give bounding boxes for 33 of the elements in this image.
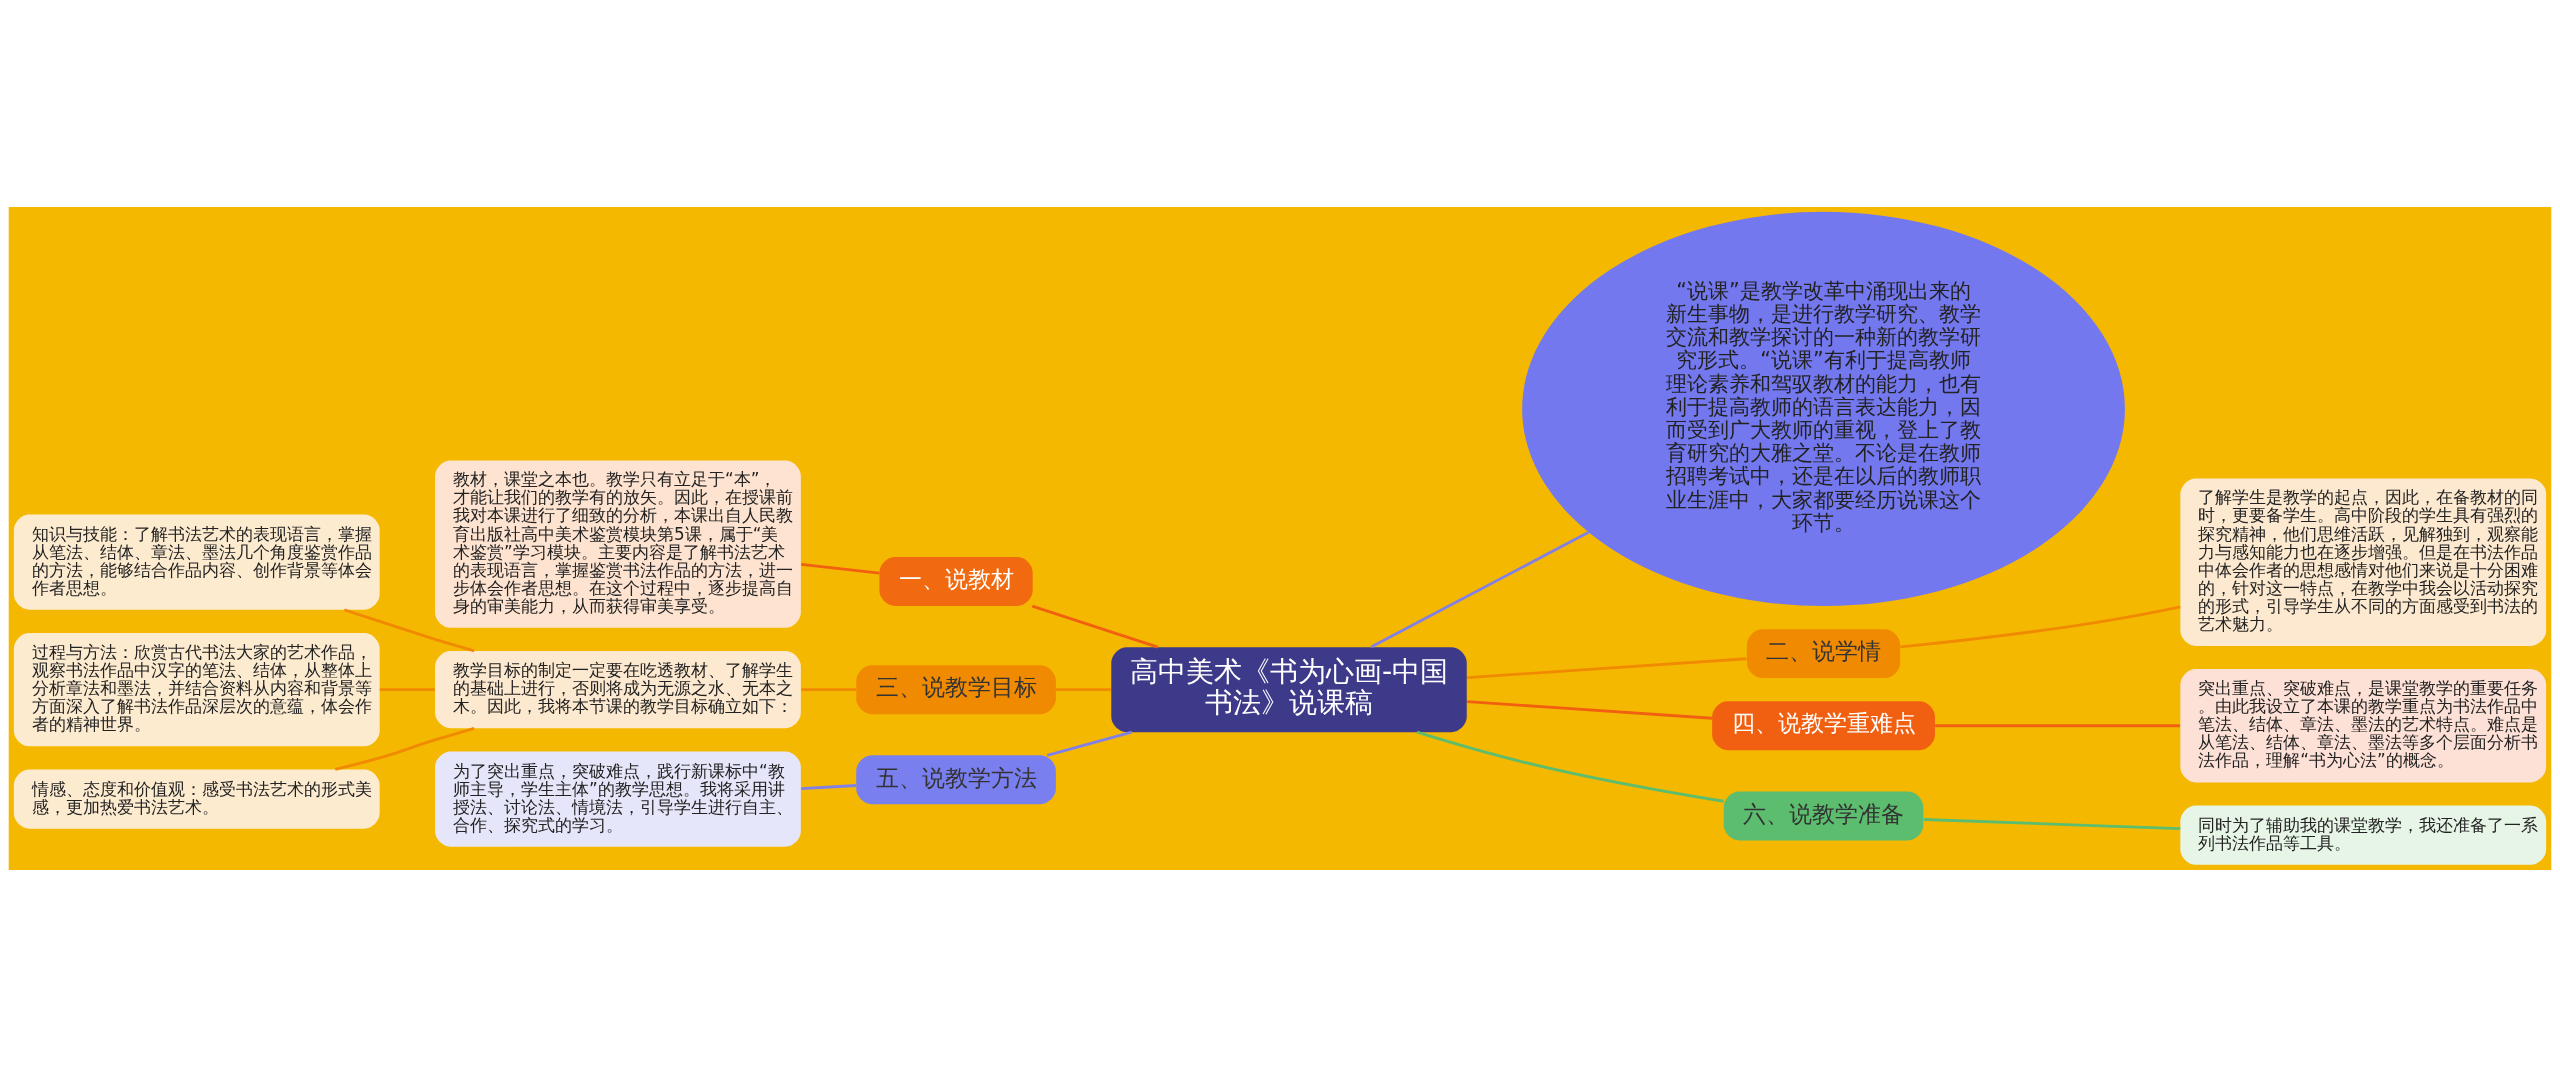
connector [1923, 818, 2181, 831]
connector [1416, 730, 1724, 803]
connector [1466, 700, 1713, 720]
connector [379, 688, 435, 692]
connector [334, 727, 475, 771]
connector [1056, 688, 1112, 692]
connector [801, 563, 880, 575]
connector [1370, 530, 1590, 649]
node-box: 为了突出重点，突破难点，践行新课标中“教师主导，学生主体”的教学思想。我将采用讲授法、讨论法、情境法，引导学生进行自主、合作、探究式的学习。 [435, 751, 801, 847]
node-box: 一、说教材 [879, 557, 1033, 606]
node-box: 六、说教学准备 [1723, 791, 1924, 841]
node-box: 二、说学情 [1746, 629, 1901, 679]
connector [1031, 604, 1159, 649]
node-box: 三、说教学目标 [856, 665, 1056, 715]
node-box: 高中美术《书为心画-中国书法》说课稿 [1111, 647, 1467, 733]
node-box: 知识与技能：了解书法艺术的表现语言，掌握从笔法、结体、章法、墨法几个角度鉴赏作品的方法，能够结合作品内容、创作背景等体会作者思想。 [13, 514, 380, 610]
connector [1466, 657, 1747, 680]
node-box: 情感、态度和价值观：感受书法艺术的形式美感，更加热爱书法艺术。 [13, 769, 380, 829]
node-box: 了解学生是教学的起点，因此，在备教材的同时，更要备学生。高中阶段的学生具有强烈的探究精神，他们思维活跃，见解独到，观察能力与感知能力也在逐步增强。但是在书法作品中体会作者的思想感情对他们来说是十分困难的，针对这一特点，在教学中我会以活动探究的形式，引导学生从不同的方面感受到书法的艺术魅力。 [2180, 478, 2547, 646]
node-box: 教材，课堂之本也。教学只有立足于“本”，才能让我们的教学有的放矢。因此，在授课前我对本课进行了细致的分析，本课出自人民教育出版社高中美术鉴赏模块第5课，属于“美术鉴赏”学习模块。主要内容是了解书法艺术的表现语言，掌握鉴赏书法作品的方法，进一步体会作者思想。在这个过程中，逐步提高自身的审美能力，从而获得审美享受。 [435, 460, 801, 628]
node-box: 突出重点、突破难点，是课堂教学的重要任务。由此我设立了本课的教学重点为书法作品中笔法、结体、章法、墨法的艺术特点。难点是从笔法、结体、章法、墨法等多个层面分析书法作品，理解“书为心法”的概念。 [2180, 669, 2547, 783]
node-box: 过程与方法：欣赏古代书法大家的艺术作品，观察书法作品中汉字的笔法、结体，从整体上分析章法和墨法，并结合资料从内容和背景等方面深入了解书法作品深层次的意蕴，体会作者的精神世界。 [13, 633, 380, 747]
node-box: 教学目标的制定一定要在吃透教材、了解学生的基础上进行，否则将成为无源之水、无本之木。因此，我将本节课的教学目标确立如下： [435, 651, 801, 729]
connector [1900, 605, 2181, 649]
node-box: 四、说教学重难点 [1712, 701, 1935, 751]
connector [1046, 730, 1133, 757]
connector [343, 608, 475, 653]
connector [801, 688, 856, 692]
connector [1935, 724, 2180, 728]
node-ellipse: “说课”是教学改革中涌现出来的新生事物，是进行教学研究、教学交流和教学探讨的一种新的教学研究形式。“说课”有利于提高教师理论素养和驾驭教材的能力，也有利于提高教师的语言表达能力，因而受到广大教师的重视，登上了教育研究的大雅之堂。不论是在教师招聘考试中，还是在以后的教师职业生涯中，大家都要经历说课这个环节。 [1522, 211, 2125, 606]
node-box: 五、说教学方法 [856, 755, 1056, 805]
connector [801, 784, 857, 791]
node-box: 同时为了辅助我的课堂教学，我还准备了一系列书法作品等工具。 [2180, 805, 2547, 865]
